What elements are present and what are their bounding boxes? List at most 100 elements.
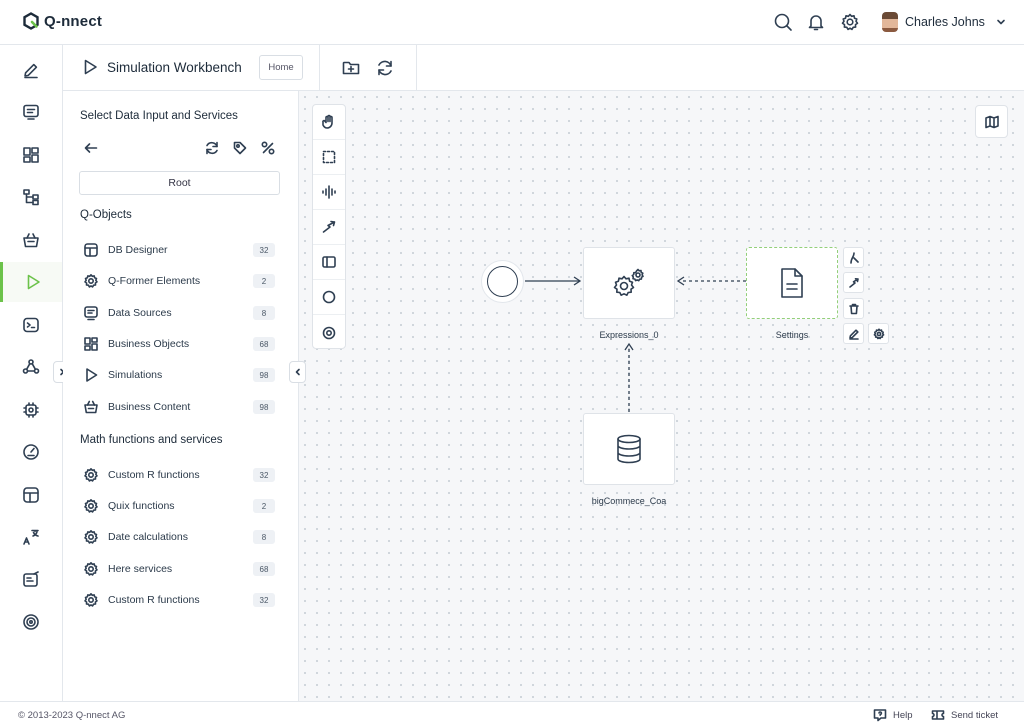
count-badge: 8 (253, 530, 275, 544)
chevron-down-icon (997, 19, 1005, 25)
circle-tool[interactable] (313, 280, 345, 315)
settings-node[interactable] (746, 247, 838, 319)
nav-basket[interactable] (0, 220, 62, 260)
new-folder-button[interactable] (341, 58, 361, 78)
folder-plus-icon (342, 61, 360, 75)
dashboard-icon (84, 337, 98, 351)
source-node[interactable] (583, 413, 675, 485)
note-icon (23, 571, 39, 587)
list-item-db-designer[interactable]: DB Designer 32 (83, 239, 275, 261)
count-badge: 98 (253, 368, 275, 382)
nav-chip[interactable] (0, 390, 62, 430)
avatar (882, 12, 898, 32)
nav-terminal[interactable] (0, 305, 62, 345)
root-button[interactable]: Root (79, 171, 280, 195)
logo[interactable]: Q-nnect (22, 12, 102, 30)
bell-icon[interactable] (806, 12, 826, 32)
minimap-button[interactable] (975, 105, 1008, 138)
list-item-business-content[interactable]: Business Content 98 (83, 396, 275, 418)
list-item-custom-r-functions-2[interactable]: Custom R functions 32 (83, 589, 275, 611)
nav-translate[interactable] (0, 517, 62, 557)
count-badge: 32 (253, 593, 275, 607)
tag-button[interactable] (232, 140, 248, 156)
nav-hierarchy[interactable] (0, 177, 62, 217)
screen-icon (23, 104, 39, 120)
expressions-node[interactable] (583, 247, 675, 319)
distribute-tool[interactable] (313, 175, 345, 210)
back-button[interactable] (83, 140, 99, 156)
workflow-canvas[interactable] (299, 91, 1024, 701)
list-item-simulations[interactable]: Simulations 98 (83, 364, 275, 386)
send-ticket-label: Send ticket (951, 709, 998, 721)
list-item-here-services[interactable]: Here services 68 (83, 558, 275, 580)
list-item-q-former-elements[interactable]: Q-Former Elements 2 (83, 270, 275, 292)
arrow-left-icon (84, 143, 98, 153)
list-item-date-calculations[interactable]: Date calculations 8 (83, 526, 275, 548)
home-button[interactable]: Home (259, 55, 303, 80)
edit-icon (848, 328, 859, 340)
list-item-label: Quix functions (108, 500, 175, 512)
count-badge: 32 (253, 468, 275, 482)
gear-icon (84, 593, 98, 607)
user-menu[interactable]: Charles Johns (882, 12, 1006, 32)
nav-edit[interactable] (0, 50, 62, 90)
nav-screen[interactable] (0, 92, 62, 132)
trash-icon (848, 303, 859, 314)
server-icon (84, 306, 98, 321)
list-item-label: Date calculations (108, 531, 188, 543)
nav-target[interactable] (0, 602, 62, 642)
circle-icon (322, 290, 336, 304)
list-item-quix-functions[interactable]: Quix functions 2 (83, 495, 275, 517)
list-item-data-sources[interactable]: Data Sources 8 (83, 302, 275, 324)
node-action-split[interactable] (843, 247, 864, 268)
target-tool[interactable] (313, 315, 345, 350)
help-link[interactable]: Help (873, 708, 913, 722)
user-name: Charles Johns (905, 15, 985, 29)
node-action-delete[interactable] (843, 298, 864, 319)
percent-icon (261, 141, 275, 155)
gear-icon (873, 327, 884, 339)
dashboard-icon (23, 147, 39, 163)
node-action-settings[interactable] (868, 323, 889, 344)
workbench-header: Simulation Workbench Home (63, 45, 1024, 91)
nav-simulation[interactable] (0, 262, 62, 302)
workbench-title: Simulation Workbench (81, 58, 242, 76)
nav-dashboard[interactable] (0, 135, 62, 175)
list-item-label: Data Sources (108, 307, 172, 319)
translate-icon (23, 529, 39, 545)
connect-tool[interactable] (313, 210, 345, 245)
node-action-connect[interactable] (843, 272, 864, 293)
list-item-business-objects[interactable]: Business Objects 68 (83, 333, 275, 355)
list-item-label: Custom R functions (108, 469, 200, 481)
table-icon (84, 243, 98, 257)
filter-button[interactable] (260, 140, 276, 156)
help-label: Help (893, 709, 913, 721)
divider (416, 45, 417, 91)
gear-icon[interactable] (840, 12, 860, 32)
start-node[interactable] (481, 260, 524, 303)
basket-icon (23, 233, 39, 248)
send-ticket-link[interactable]: Send ticket (931, 708, 998, 722)
logo-text: Q-nnect (44, 12, 103, 30)
search-icon[interactable] (773, 12, 793, 32)
nav-gauge[interactable] (0, 432, 62, 472)
refresh-icon (206, 141, 218, 155)
section-title-q-objects: Q-Objects (80, 209, 132, 221)
gears-icon (613, 268, 644, 296)
pan-tool[interactable] (313, 105, 345, 140)
panel-tool[interactable] (313, 245, 345, 280)
node-label: Expressions_0 (599, 330, 659, 340)
select-tool[interactable] (313, 140, 345, 175)
nav-note[interactable] (0, 560, 62, 600)
node-action-edit[interactable] (843, 323, 864, 344)
panel-collapse-button[interactable] (289, 361, 306, 383)
nav-network[interactable] (0, 347, 62, 387)
panel-refresh-button[interactable] (204, 140, 220, 156)
refresh-button[interactable] (375, 58, 395, 78)
section-title-math-functions: Math functions and services (80, 434, 223, 446)
help-icon (873, 709, 887, 722)
list-item-custom-r-functions[interactable]: Custom R functions 32 (83, 464, 275, 486)
nav-layout[interactable] (0, 475, 62, 515)
canvas-toolbox (312, 104, 346, 349)
tag-icon (233, 141, 247, 155)
